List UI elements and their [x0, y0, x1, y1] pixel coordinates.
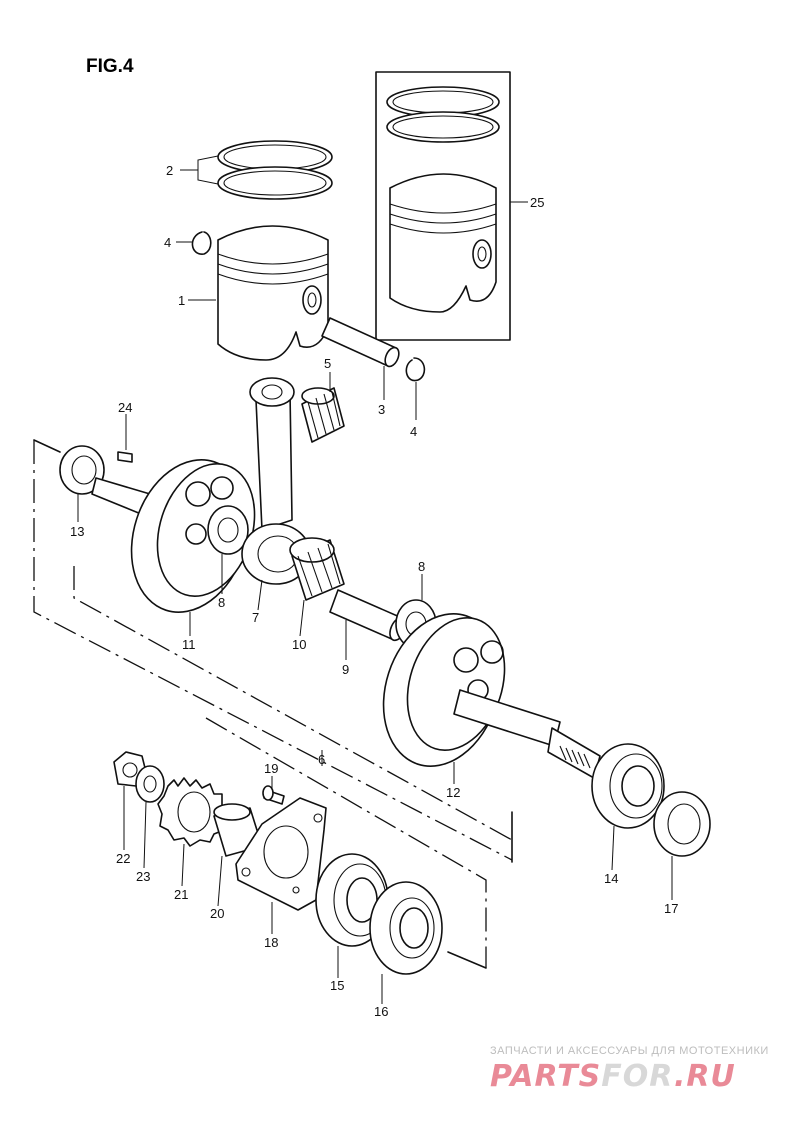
- callout-24: 24: [118, 400, 132, 415]
- left-outer-seal: [369, 881, 443, 975]
- crankshaft-assembly-bracket: [33, 439, 513, 863]
- watermark-tagline: ЗАПЧАСТИ И АКСЕССУАРЫ ДЛЯ МОТОТЕХНИКИ: [490, 1045, 769, 1057]
- callout-3: 3: [378, 402, 385, 417]
- right-oil-seal: [653, 791, 711, 857]
- callout-9: 9: [342, 662, 349, 677]
- callout-20: 20: [210, 906, 224, 921]
- callout-11: 11: [182, 637, 196, 652]
- callout-15: 15: [330, 978, 344, 993]
- callout-labels: 2 4 1 3 4 5 25 24 13 8 7 11 10 9 8 6 12 …: [70, 163, 678, 1019]
- piston-rings: [217, 140, 333, 200]
- callout-1: 1: [178, 293, 185, 308]
- circlip-right: [405, 357, 426, 382]
- piston: [217, 225, 329, 361]
- watermark: ЗАПЧАСТИ И АКСЕССУАРЫ ДЛЯ МОТОТЕХНИКИ PA…: [490, 1045, 769, 1094]
- thrust-washer-left: [207, 505, 249, 555]
- callout-19: 19: [264, 761, 278, 776]
- lower-bracket: [205, 717, 487, 969]
- leader-lines: [77, 155, 673, 1004]
- callout-8b: 8: [418, 559, 425, 574]
- woodruff-key: [117, 451, 133, 463]
- piston-set-box: [375, 71, 511, 341]
- callout-4b: 4: [410, 424, 417, 439]
- left-oil-seal: [59, 445, 105, 495]
- callout-21: 21: [174, 887, 188, 902]
- callout-10: 10: [292, 637, 306, 652]
- connecting-rod: [241, 377, 311, 585]
- callout-16: 16: [374, 1004, 388, 1019]
- callout-13: 13: [70, 524, 84, 539]
- watermark-logo: PARTSFOR.RU: [490, 1059, 736, 1094]
- callout-2: 2: [166, 163, 173, 178]
- callout-4a: 4: [164, 235, 171, 250]
- watermark-logo-parts: PARTS: [490, 1059, 601, 1094]
- callout-14: 14: [604, 871, 618, 886]
- circlip-left: [191, 231, 212, 255]
- figure-title: FIG.4: [86, 56, 134, 77]
- retainer-screw: [262, 785, 285, 805]
- callout-5: 5: [324, 356, 331, 371]
- callout-22: 22: [116, 851, 130, 866]
- crank-washer: [135, 765, 165, 803]
- right-main-bearing: [591, 743, 665, 829]
- piston-pin: [321, 317, 400, 368]
- callout-17: 17: [664, 901, 678, 916]
- callout-12: 12: [446, 785, 460, 800]
- callout-8a: 8: [218, 595, 225, 610]
- callout-6: 6: [318, 752, 325, 767]
- left-crank-web: [130, 459, 256, 613]
- small-end-needle-bearing: [301, 387, 345, 443]
- callout-7: 7: [252, 610, 259, 625]
- callout-25: 25: [530, 195, 544, 210]
- watermark-logo-ru: .RU: [674, 1059, 736, 1094]
- callout-23: 23: [136, 869, 150, 884]
- big-end-needle-bearing: [289, 537, 345, 601]
- callout-18: 18: [264, 935, 278, 950]
- watermark-logo-for: FOR: [601, 1059, 674, 1094]
